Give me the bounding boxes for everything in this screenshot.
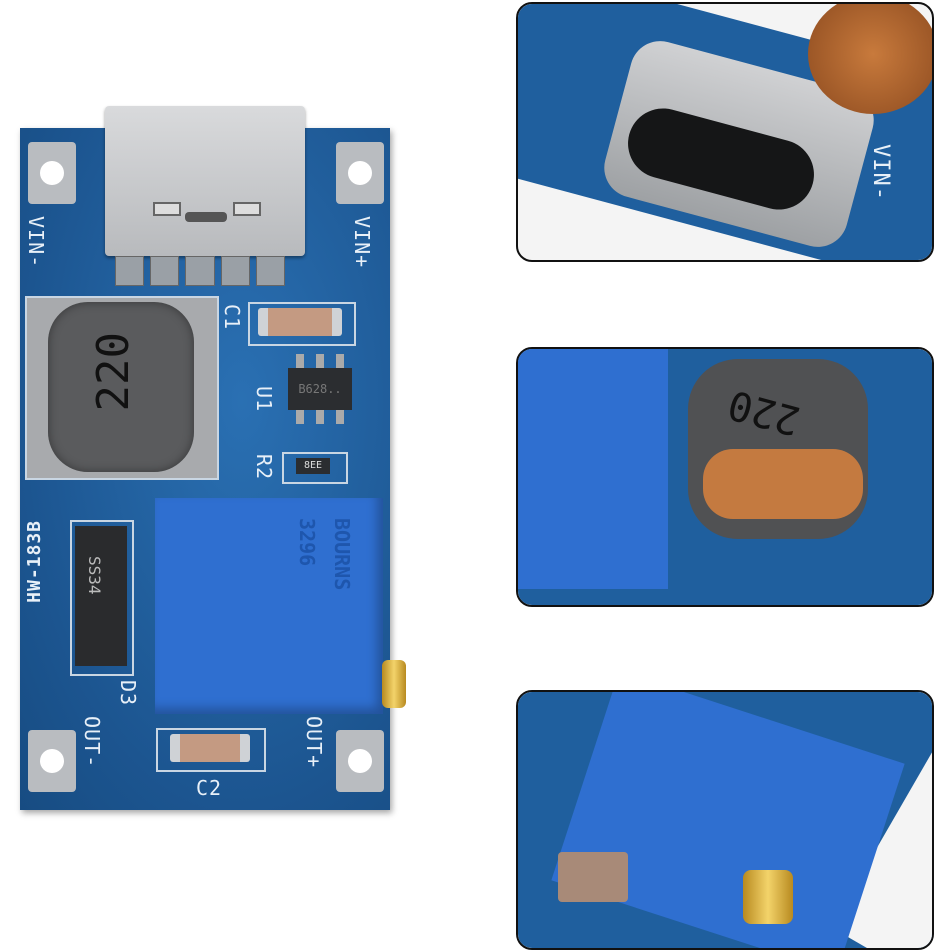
inductor-marking: 220 <box>88 332 139 412</box>
main-pcb-board: VIN- VIN+ 220 C1 B628.. U1 8EE R2 HW-183… <box>20 106 406 810</box>
resistor-r2: 8EE <box>296 458 330 474</box>
c1-label: C1 <box>220 304 244 331</box>
capacitor-c2 <box>170 734 250 762</box>
detail-potentiometer <box>516 690 934 950</box>
r2-label: R2 <box>252 454 276 481</box>
d3-outline <box>70 520 134 676</box>
vin-plus-label: VIN+ <box>350 216 374 269</box>
out-minus-pad <box>28 730 76 792</box>
out-plus-label: OUT+ <box>302 716 326 769</box>
pot-brand: BOURNS <box>330 518 354 591</box>
r2-outline <box>282 452 348 484</box>
usb-c-connector <box>105 106 305 256</box>
d3-label: D3 <box>116 680 140 707</box>
pot-code: 3296 <box>295 518 319 567</box>
inductor: 220 <box>48 302 194 472</box>
detail-inductor: 220 <box>516 347 934 607</box>
vin-plus-pad <box>336 142 384 204</box>
u1-label: U1 <box>252 386 276 413</box>
out-plus-pad <box>336 730 384 792</box>
trimmer-potentiometer: BOURNS 3296 <box>155 498 383 714</box>
c1-outline <box>248 302 356 346</box>
vin-minus-label: VIN- <box>24 216 48 269</box>
detail-usb-c: VIN- <box>516 2 934 262</box>
c2-outline <box>156 728 266 772</box>
adjustment-screw[interactable] <box>382 660 406 708</box>
vin-minus-pad <box>28 142 76 204</box>
ic-u1: B628.. <box>288 368 352 410</box>
diode-d3: SS34 <box>75 526 127 666</box>
out-minus-label: OUT- <box>80 716 104 769</box>
usb-c-pins <box>115 256 286 286</box>
capacitor-c1 <box>258 308 342 336</box>
c2-label: C2 <box>196 776 223 800</box>
model-label: HW-183B <box>24 520 45 603</box>
